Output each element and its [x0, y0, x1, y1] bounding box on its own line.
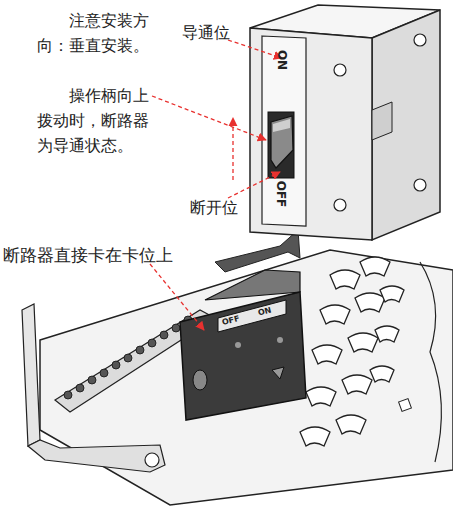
- bus-stab: [348, 333, 378, 352]
- terminal-screw: [136, 346, 144, 354]
- bus-stab: [380, 286, 404, 302]
- callout-label: 断路器直接卡在卡位上: [3, 243, 213, 268]
- leader-line: [228, 40, 282, 58]
- breaker-hole: [193, 370, 207, 390]
- seated-breaker: [180, 230, 306, 420]
- bracket-post: [22, 304, 165, 472]
- mount-notch: [372, 102, 392, 140]
- bus-stab: [342, 375, 372, 394]
- terminal-screw: [160, 331, 168, 339]
- bus-stab: [336, 415, 366, 434]
- terminal-strip: [64, 316, 192, 399]
- rivet: [334, 199, 346, 211]
- breaker-screw: [277, 337, 283, 343]
- mount-hole: [145, 453, 159, 467]
- bus-stab: [306, 387, 336, 406]
- leader-line: [152, 96, 266, 140]
- terminal-screw: [112, 361, 120, 369]
- bus-stab: [300, 427, 330, 446]
- bus-stab: [355, 293, 385, 312]
- bus-stab: [370, 366, 394, 382]
- bus-stab: [375, 326, 399, 342]
- bus-stab: [360, 257, 390, 276]
- bus-stab: [320, 305, 350, 324]
- breaker-side-face: [372, 10, 440, 240]
- note-text: 操作柄向上拨动时，断路器为导通状态。: [37, 83, 151, 158]
- post-foot: [28, 440, 165, 472]
- switch-marking: OFF: [275, 181, 287, 208]
- terminal-screw: [64, 391, 72, 399]
- position-label: 断开位: [190, 195, 270, 220]
- post-face: [22, 304, 40, 446]
- rivet: [414, 179, 426, 191]
- position-label: 导通位: [182, 20, 262, 45]
- note-text: 注意安装方向：垂直安装。: [37, 8, 151, 58]
- panel-board: [22, 250, 453, 505]
- leader-line: [150, 264, 204, 330]
- terminal-screw: [148, 339, 156, 347]
- terminal-screw: [124, 354, 132, 362]
- direction-arrow: [232, 118, 233, 180]
- breaker-label-strip: [218, 300, 286, 332]
- breaker-clip: [272, 367, 284, 379]
- breaker-body: [180, 292, 306, 420]
- panel-cutout-edge: [420, 262, 441, 462]
- terminal-screw: [76, 384, 84, 392]
- handle-highlight: [273, 119, 290, 132]
- operating-handle: [271, 116, 293, 168]
- leader-line: [228, 172, 280, 198]
- insert-arrow: [215, 230, 300, 272]
- terminal-screw: [100, 369, 108, 377]
- handle-slot: [268, 112, 294, 178]
- bus-stab: [330, 270, 360, 289]
- terminal-screw: [88, 376, 96, 384]
- slot: [399, 399, 412, 412]
- bus-stabs: [300, 257, 404, 446]
- breaker-front-panel: [262, 36, 306, 226]
- rivet: [414, 34, 426, 46]
- bus-stab: [312, 345, 342, 364]
- switch-marking: ON: [276, 50, 288, 70]
- rivet: [334, 64, 346, 76]
- breaker-front-face: [250, 28, 372, 240]
- terminal-screw: [172, 324, 180, 332]
- breaker-screw: [235, 342, 241, 348]
- leaders: [150, 40, 282, 330]
- breaker-detail: [250, 5, 440, 240]
